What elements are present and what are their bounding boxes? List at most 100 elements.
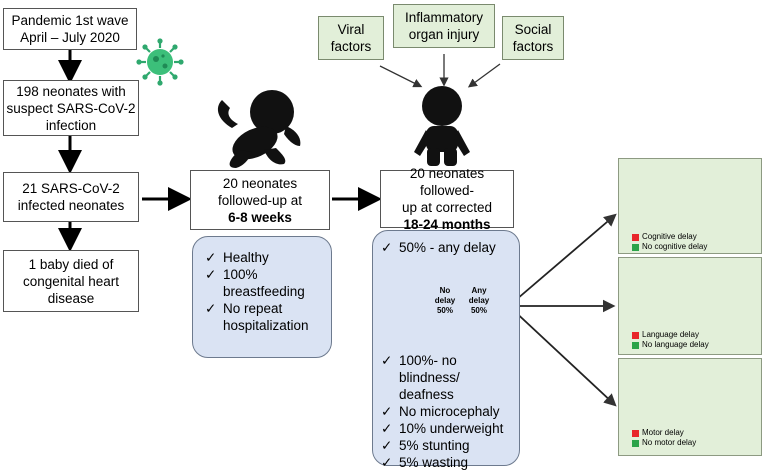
fan-line-cognitive xyxy=(509,213,617,306)
followup-6-8-bold: 6-8 weeks xyxy=(228,209,292,225)
social-line2: factors xyxy=(512,39,554,54)
no-delay-l3: 50% xyxy=(436,306,453,315)
outcome-text: 5% stunting xyxy=(399,438,470,453)
viral-line2: factors xyxy=(330,39,372,54)
outcome-text: 100% xyxy=(223,267,258,282)
death-line3: disease xyxy=(47,290,95,306)
check-icon: ✓ xyxy=(205,250,217,265)
toddler-silhouette-icon xyxy=(414,86,470,166)
legend-item: Cognitive delay xyxy=(632,232,697,242)
legend-swatch xyxy=(632,341,639,349)
followup-6-8-outcomes: ✓Healthy ✓100% breastfeeding ✓No repeat … xyxy=(192,236,332,358)
language-panel xyxy=(618,257,762,355)
pandemic-line1: Pandemic 1st wave xyxy=(11,13,129,28)
legend-label: No cognitive delay xyxy=(642,242,708,251)
death-box: 1 baby died of congenital heart disease xyxy=(3,250,139,312)
inflammatory-factors-box: Inflammatory organ injury xyxy=(393,4,495,48)
outcome-breastfeeding-cont: breastfeeding xyxy=(205,283,323,300)
inflammatory-line1: Inflammatory xyxy=(404,10,484,25)
outcome-text: Healthy xyxy=(223,250,269,265)
legend-item: No language delay xyxy=(632,340,709,350)
legend-swatch xyxy=(632,439,639,447)
check-icon: ✓ xyxy=(381,421,393,436)
outcome-text: breastfeeding xyxy=(223,284,305,299)
legend-item: Motor delay xyxy=(632,428,684,438)
inflammatory-line2: organ injury xyxy=(408,27,480,42)
followup-18-24-line1: 20 neonates followed- xyxy=(409,166,485,198)
newborn-silhouette-icon xyxy=(217,90,301,168)
legend-item: No cognitive delay xyxy=(632,242,707,252)
legend-label: Motor delay xyxy=(642,428,684,437)
followup-18-24-outcomes: ✓ 50% - any delay ✓ 100%- no blindness/ de… xyxy=(372,230,520,470)
viral-line1: Viral xyxy=(337,22,365,37)
arrow-viral xyxy=(379,65,423,88)
check-icon: ✓ xyxy=(381,404,393,419)
infected-neonates-box: 21 SARS-CoV-2 infected neonates xyxy=(3,172,139,222)
no-delay-label: No delay 50% xyxy=(432,286,458,316)
check-icon: ✓ xyxy=(381,438,393,453)
check-icon: ✓ xyxy=(205,301,217,316)
outcome-breastfeeding: ✓ 100% xyxy=(205,266,323,283)
outcome-text: deafness xyxy=(399,387,454,402)
legend-item: Language delay xyxy=(632,330,699,340)
suspect-neonates-box: 198 neonates with suspect SARS-CoV-2 inf… xyxy=(3,80,139,136)
followup-18-24-line2: up at corrected xyxy=(401,200,493,215)
motor-panel xyxy=(618,358,762,456)
outcome-underweight: ✓ 10% underweight xyxy=(381,420,513,437)
followup-6-8-box: 20 neonates followed-up at 6-8 weeks xyxy=(190,170,330,230)
fan-line-motor xyxy=(509,306,617,407)
check-icon: ✓ xyxy=(381,455,393,470)
any-delay-l3: 50% xyxy=(470,306,487,315)
outcome-text: 100%- no blindness/ xyxy=(399,353,460,385)
legend-label: No language delay xyxy=(642,340,709,349)
infected-line2: infected neonates xyxy=(17,198,125,213)
legend-swatch xyxy=(632,429,639,437)
any-delay-text: 50% - any delay xyxy=(399,240,496,255)
social-line1: Social xyxy=(514,22,552,37)
check-icon: ✓ xyxy=(381,353,393,368)
arrow-social xyxy=(467,63,501,88)
outcome-deafness: deafness xyxy=(381,386,513,403)
outcome-blindness: ✓ 100%- no blindness/ xyxy=(381,352,513,386)
outcome-text: 5% wasting xyxy=(399,455,469,470)
legend-swatch xyxy=(632,243,639,251)
followup-6-8-line1: 20 neonates xyxy=(222,175,298,191)
any-delay-l2: delay xyxy=(468,296,490,305)
virus-icon xyxy=(136,38,184,86)
outcome-wasting: ✓ 5% wasting xyxy=(381,454,513,471)
outcome-healthy: ✓ Healthy xyxy=(205,249,323,266)
any-delay-label: Any delay 50% xyxy=(466,286,492,316)
outcome-text: No microcephaly xyxy=(399,404,500,419)
cognitive-panel xyxy=(618,158,762,254)
social-factors-box: Social factors xyxy=(502,16,564,60)
death-line1: 1 baby died of xyxy=(28,256,114,272)
followup-6-8-line2: followed-up at xyxy=(217,192,303,208)
legend-label: Language delay xyxy=(642,330,699,339)
no-delay-l2: delay xyxy=(434,296,456,305)
legend-swatch xyxy=(632,233,639,241)
outcome-no-repeat: ✓ No repeat xyxy=(205,300,323,317)
suspect-line1: 198 neonates with xyxy=(16,83,126,99)
check-icon: ✓ xyxy=(381,240,393,255)
outcome-text: hospitalization xyxy=(223,318,309,333)
legend-label: No motor delay xyxy=(642,438,697,447)
outcome-text: No repeat xyxy=(223,301,283,316)
followup-18-24-box: 20 neonates followed- up at corrected 18… xyxy=(380,166,514,232)
any-delay-l1: Any xyxy=(471,286,487,295)
outcome-hospitalization: hospitalization xyxy=(205,317,323,334)
death-line2: congenital heart xyxy=(22,273,120,289)
suspect-line2: suspect SARS-CoV-2 xyxy=(6,100,136,116)
any-delay-line: ✓ 50% - any delay xyxy=(381,239,513,256)
outcome-stunting: ✓ 5% stunting xyxy=(381,437,513,454)
legend-item: No motor delay xyxy=(632,438,696,448)
no-delay-l1: No xyxy=(439,286,451,295)
pandemic-box: Pandemic 1st wave April – July 2020 xyxy=(3,8,137,50)
outcome-text: 10% underweight xyxy=(399,421,504,436)
outcome-microcephaly: ✓ No microcephaly xyxy=(381,403,513,420)
infected-line1: 21 SARS-CoV-2 xyxy=(22,181,120,196)
followup-18-24-bold: 18-24 months xyxy=(403,217,491,232)
legend-label: Cognitive delay xyxy=(642,232,697,241)
legend-swatch xyxy=(632,331,639,339)
suspect-line3: infection xyxy=(45,117,97,133)
check-icon: ✓ xyxy=(205,267,217,282)
